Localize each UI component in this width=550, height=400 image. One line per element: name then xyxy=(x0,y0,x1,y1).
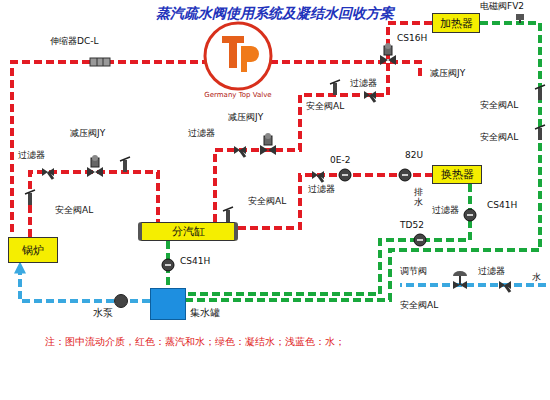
steam-pipe xyxy=(12,62,206,232)
part-label: 安全阀AL xyxy=(480,132,518,142)
solenoid-valve-symbol xyxy=(516,14,524,23)
reducing-valve-symbol xyxy=(380,43,396,65)
steam-trap-symbol xyxy=(414,234,426,246)
part-label: 过滤器 xyxy=(18,150,45,160)
pipe-connector xyxy=(215,23,432,222)
part-label: 调节阀 xyxy=(400,266,427,276)
steam-trap-symbol xyxy=(399,169,411,181)
equipment-box: 集水罐 xyxy=(150,288,186,320)
equipment-box: 分汽缸 xyxy=(138,222,238,241)
pipe-connector xyxy=(128,299,150,303)
part-label: 0E-2 xyxy=(330,155,350,165)
equipment-name: 换热器 xyxy=(441,167,474,182)
filter-symbol xyxy=(42,168,54,179)
safety-valve-symbol xyxy=(25,190,35,205)
equipment-box: 锅炉 xyxy=(8,237,58,263)
part-label: 安全阀AL xyxy=(306,101,344,111)
pipe-connector xyxy=(20,263,114,301)
pipe-connector xyxy=(186,23,540,300)
part-label: 安全阀AL xyxy=(55,205,93,215)
part-label: 过滤器 xyxy=(432,205,459,215)
logo xyxy=(205,23,271,89)
equipment-box: 加热器 xyxy=(432,13,480,33)
part-label: 安全阀AL xyxy=(248,196,286,206)
part-label: 排水 xyxy=(414,188,423,208)
safety-valve-symbol xyxy=(535,125,545,140)
part-label: 82U xyxy=(405,150,423,160)
steam-trap-symbol xyxy=(162,259,174,271)
part-label: CS41H xyxy=(180,256,210,266)
equipment-name: 加热器 xyxy=(440,16,473,31)
filter-symbol xyxy=(364,91,376,102)
part-label: 水 xyxy=(532,272,541,282)
reducing-valve-symbol xyxy=(260,133,276,155)
steam-pipe xyxy=(270,62,420,80)
equipment-name: 分汽缸 xyxy=(172,224,205,239)
equipment-name: 锅炉 xyxy=(22,243,44,258)
reducing-valve-symbol xyxy=(87,155,103,177)
part-label: 过滤器 xyxy=(308,184,335,194)
safety-valve-symbol xyxy=(223,207,233,222)
part-label: 过滤器 xyxy=(350,78,377,88)
note-caption: 注：图中流动介质，红色：蒸汽和水；绿色：凝结水；浅蓝色：水； xyxy=(45,335,345,349)
part-label: 电磁阀FV2 xyxy=(480,1,524,11)
equipment-name: 水泵 xyxy=(93,306,113,320)
equipment-name: 集水罐 xyxy=(190,306,220,320)
part-label: 减压阀JY xyxy=(228,112,263,122)
part-label: 过滤器 xyxy=(188,128,215,138)
part-label: 伸缩器DC-L xyxy=(50,36,98,46)
steam-trap-symbol xyxy=(339,169,351,181)
part-label: CS41H xyxy=(487,200,517,210)
filter-symbol xyxy=(499,281,511,292)
water-pipe xyxy=(400,283,546,287)
part-label: 过滤器 xyxy=(478,266,505,276)
part-label: Germany Top Valve xyxy=(203,91,272,99)
filter-symbol xyxy=(234,146,246,157)
equipment-box: 换热器 xyxy=(432,165,482,184)
expansion-joint-symbol xyxy=(90,58,110,66)
safety-valve-symbol xyxy=(535,85,545,100)
part-label: 安全阀AL xyxy=(400,300,438,310)
steam-trap-symbol xyxy=(464,209,476,221)
filter-symbol xyxy=(312,171,324,182)
part-label: CS16H xyxy=(397,33,427,43)
part-label: 减压阀JY xyxy=(70,128,105,138)
safety-valve-symbol xyxy=(120,157,130,172)
safety-valve-symbol xyxy=(330,80,340,95)
part-label: 安全阀AL xyxy=(480,100,518,110)
part-label: 减压阀JY xyxy=(430,68,465,78)
control-valve-symbol xyxy=(453,271,467,289)
equipment-box: 水泵 xyxy=(114,294,128,308)
part-label: TD52 xyxy=(400,220,424,230)
